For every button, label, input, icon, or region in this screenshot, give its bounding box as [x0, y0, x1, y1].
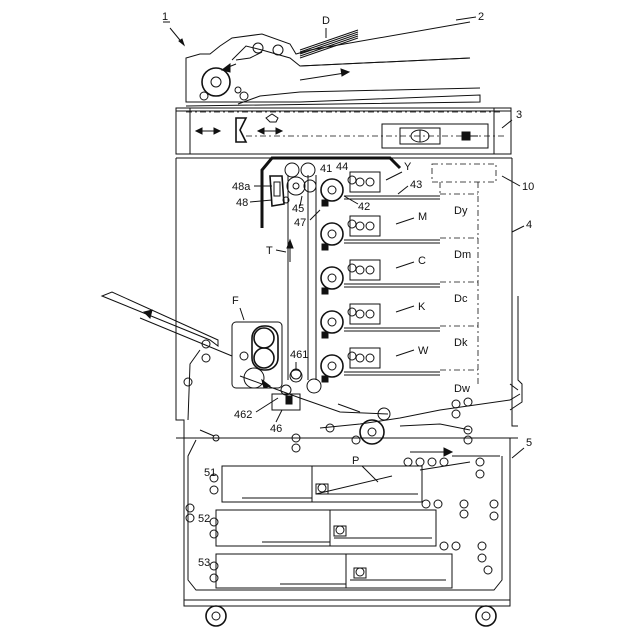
label-y: Y	[404, 161, 412, 173]
label-dy: Dy	[454, 205, 468, 217]
control-box	[432, 164, 496, 182]
label-461: 461	[290, 349, 308, 361]
label-fuser: F	[232, 295, 239, 307]
paper-feeder	[184, 434, 510, 606]
label-41: 41	[320, 163, 332, 175]
label-tray53: 53	[198, 557, 210, 569]
label-ctrl: 10	[522, 181, 534, 193]
label-c: C	[418, 255, 426, 267]
label-44: 44	[336, 161, 348, 173]
label-46: 46	[270, 423, 282, 435]
label-48a: 48a	[232, 181, 251, 193]
label-tray51: 51	[204, 467, 216, 479]
label-paper: P	[352, 455, 359, 467]
label-48: 48	[236, 197, 248, 209]
label-body: 4	[526, 219, 532, 231]
label-462: 462	[234, 409, 252, 421]
scanner-unit	[176, 108, 511, 154]
label-43: 43	[410, 179, 422, 191]
label-47: 47	[294, 217, 306, 229]
document-feeder	[186, 22, 480, 106]
label-dm: Dm	[454, 249, 471, 261]
label-dw: Dw	[454, 383, 470, 395]
label-document: D	[322, 15, 330, 27]
fuser-unit	[232, 322, 282, 388]
label-dc: Dc	[454, 293, 468, 305]
arrowhead	[179, 39, 184, 45]
label-w: W	[418, 345, 429, 357]
label-45: 45	[292, 203, 304, 215]
secondary-transfer	[240, 369, 388, 414]
label-machine: 1	[162, 11, 168, 23]
exit-tray	[102, 292, 232, 420]
label-feeder: 5	[526, 437, 532, 449]
label-tray52: 52	[198, 513, 210, 525]
label-k: K	[418, 301, 426, 313]
label-m: M	[418, 211, 427, 223]
label-scanner: 3	[516, 109, 522, 121]
label-42: 42	[358, 201, 370, 213]
label-reader: 2	[478, 11, 484, 23]
casters	[206, 606, 496, 626]
label-belt: T	[266, 245, 273, 257]
label-dk: Dk	[454, 337, 468, 349]
belt-cleaner	[270, 176, 289, 206]
